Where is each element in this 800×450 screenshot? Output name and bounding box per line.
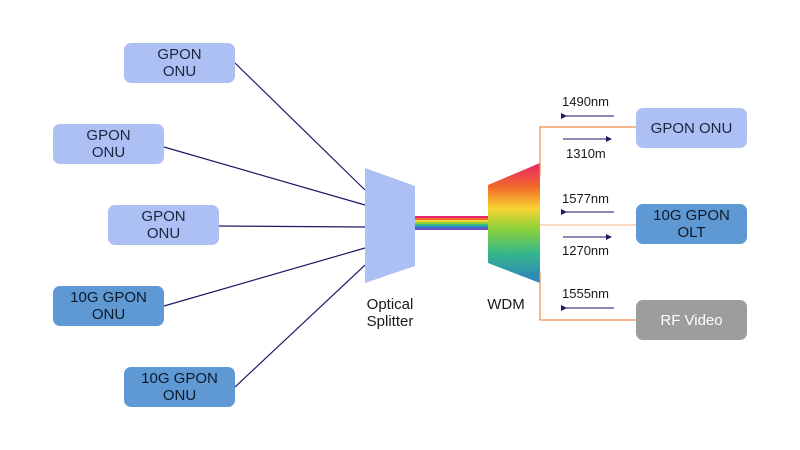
wdm-branch-gpon [539,126,636,175]
onu-box-4: 10G GPON ONU [53,286,164,326]
wavelength-label-1555nm: 1555nm [562,286,609,301]
onu-box-3: GPON ONU [108,205,219,245]
splitter-label: Optical Splitter [366,296,414,330]
rf-video-device: RF Video [636,300,747,340]
fiber-line-onu-2 [163,146,366,206]
fiber-line-onu-5 [234,264,366,388]
wavelength-label-1270nm: 1270nm [562,243,609,258]
optical-splitter-shape [365,168,415,283]
wavelength-label-1490nm: 1490nm [562,94,609,109]
wavelength-label-1310m: 1310m [566,146,606,161]
fiber-line-onu-4 [163,247,366,307]
onu-box-2: GPON ONU [53,124,164,164]
gpon-onu-device: GPON ONU [636,108,747,148]
fiber-line-onu-1 [234,62,366,191]
wdm-label: WDM [487,296,525,313]
fiber-line-onu-3 [217,225,366,228]
multiwavelength-fiber [415,216,488,230]
onu-box-1: GPON ONU [124,43,235,83]
wavelength-label-1577nm: 1577nm [562,191,609,206]
xgpon-olt-device: 10G GPON OLT [636,204,747,244]
onu-box-5: 10G GPON ONU [124,367,235,407]
wdm-shape [488,163,540,283]
wdm-branch-rf [539,272,636,321]
